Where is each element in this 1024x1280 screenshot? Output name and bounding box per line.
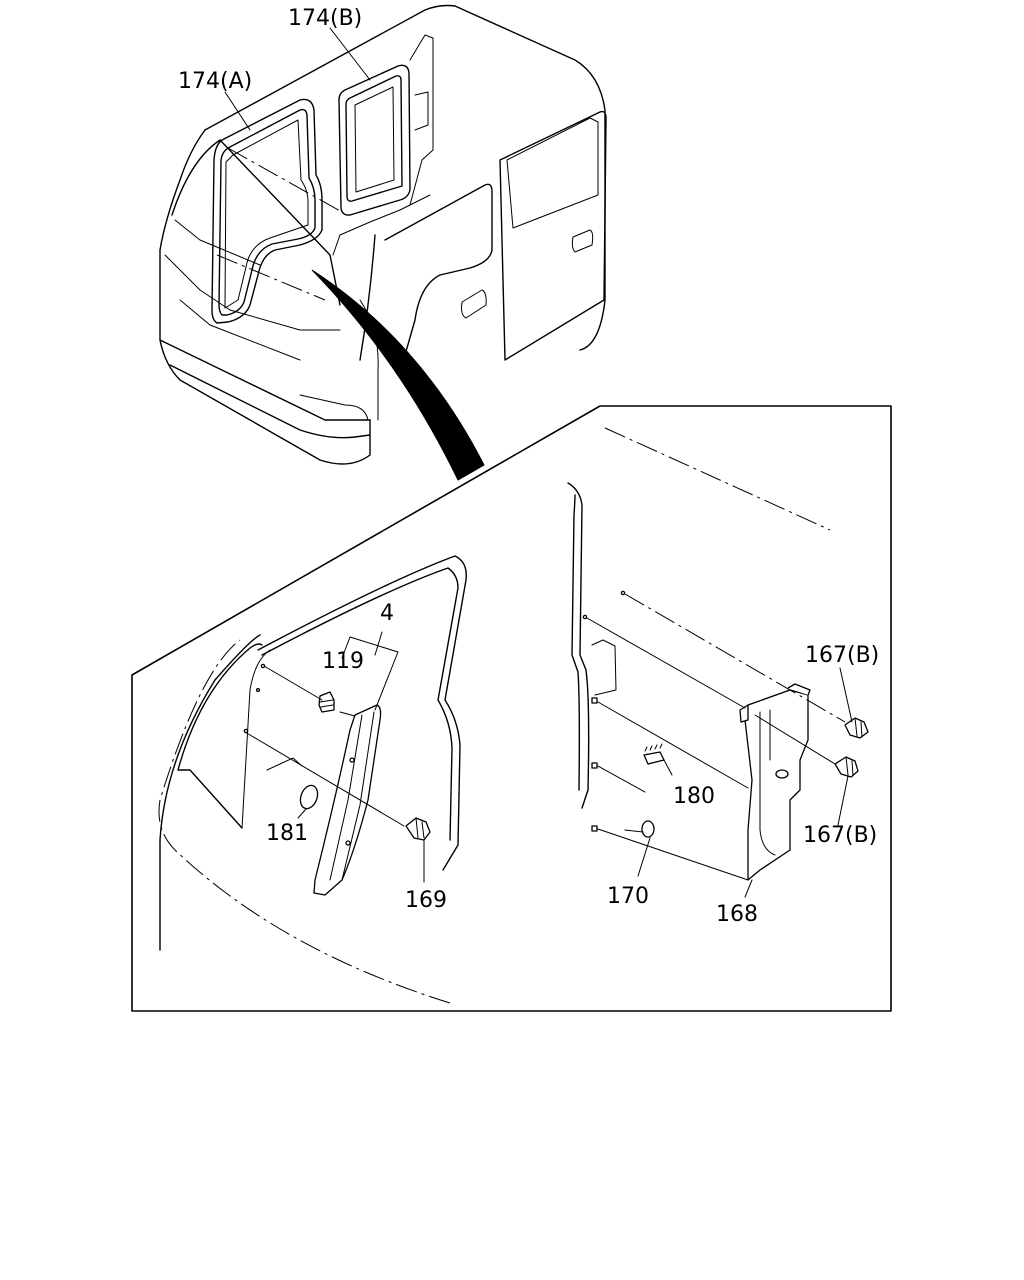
callout-170: 170 [607,884,649,909]
tab-180 [643,743,665,765]
cap-170 [641,820,655,838]
callout-180: 180 [673,784,715,809]
door-seal-174b [338,64,411,216]
a-pillar-garnish-4 [313,704,382,896]
fastener-167b-top [844,717,869,739]
callout-167b-bottom: 167(B) [803,823,877,848]
pad-181 [299,784,319,810]
callout-169: 169 [405,888,447,913]
fastener-167b-bottom [834,756,859,778]
callout-167b-top: 167(B) [805,643,879,668]
detail-panel [131,405,892,1012]
callout-119: 119 [322,649,364,674]
callout-4: 4 [380,601,394,626]
door-seal-174a [211,98,323,324]
vehicle-overview [159,4,607,465]
detail-pointer-arrow [311,269,485,481]
callout-174a: 174(A) [178,69,252,94]
callout-168: 168 [716,902,758,927]
callout-174b: 174(B) [288,6,362,31]
b-pillar-trim-168 [739,683,811,881]
callout-181: 181 [266,821,308,846]
clip-119 [318,691,335,713]
clip-169 [405,817,431,841]
